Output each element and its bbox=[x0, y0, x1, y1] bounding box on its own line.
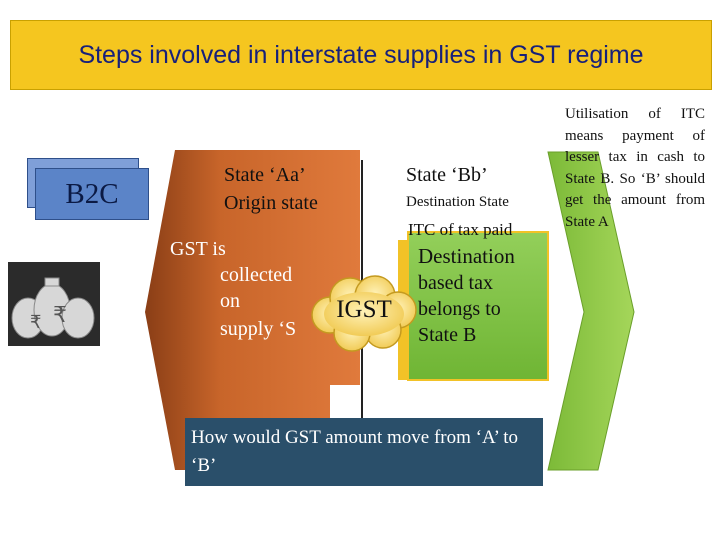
origin-state-name: State ‘Aa’ bbox=[224, 164, 306, 186]
destination-tax-line-1: Destination bbox=[418, 244, 515, 268]
destination-itc-text: ITC of tax paid bbox=[408, 220, 513, 239]
svg-text:₹: ₹ bbox=[30, 312, 41, 333]
destination-tax-line-2: based tax bbox=[418, 272, 493, 294]
destination-state-desc: Destination State bbox=[406, 194, 509, 210]
money-bag-icon bbox=[11, 277, 95, 339]
origin-left-arrow bbox=[145, 150, 360, 470]
b2c-box: B2C bbox=[35, 168, 149, 220]
itc-note: Utilisation of ITC means payment of less… bbox=[565, 106, 705, 230]
igst-cloud bbox=[311, 275, 417, 352]
destination-box bbox=[407, 231, 549, 381]
gst-line-1: GST is bbox=[170, 238, 226, 260]
destination-tax-line-4: State B bbox=[418, 324, 477, 346]
destination-tax-line-3: belongs to bbox=[418, 298, 501, 320]
question-text: How would GST amount move from ‘A’ to ‘B… bbox=[191, 427, 519, 476]
right-green-arrow bbox=[547, 151, 635, 471]
title-banner: Steps involved in interstate supplies in… bbox=[10, 20, 712, 90]
question-caption: How would GST amount move from ‘A’ to ‘B… bbox=[185, 418, 543, 486]
svg-text:₹: ₹ bbox=[53, 303, 67, 328]
igst-label: IGST bbox=[336, 296, 392, 323]
gst-line-3: on bbox=[220, 290, 240, 312]
slide-title: Steps involved in interstate supplies in… bbox=[78, 40, 644, 69]
gst-line-4: supply ‘S bbox=[220, 318, 297, 340]
destination-state-name: State ‘Bb’ bbox=[406, 164, 488, 186]
gst-line-2: collected bbox=[220, 264, 293, 286]
b2c-label: B2C bbox=[65, 177, 119, 210]
origin-state-desc: Origin state bbox=[224, 192, 318, 214]
